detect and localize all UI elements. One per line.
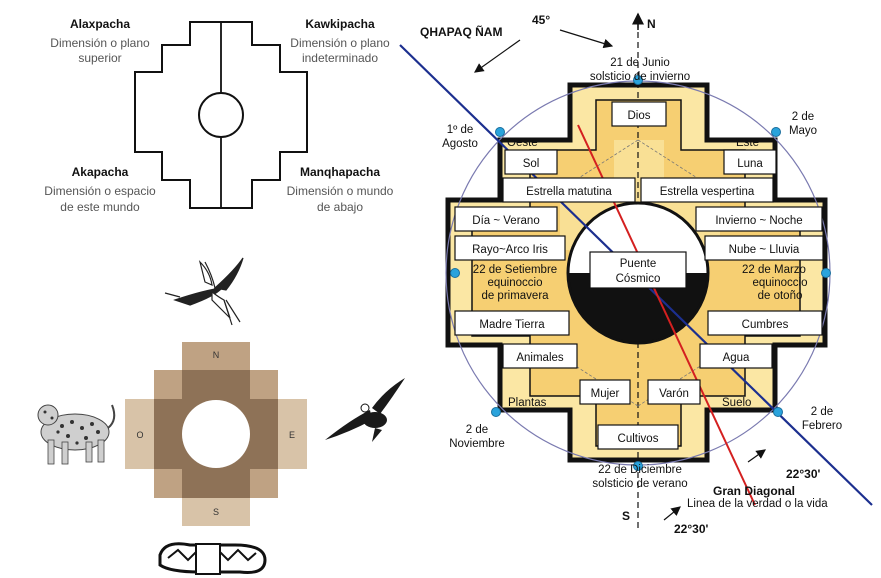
luna-label: Luna <box>737 158 763 170</box>
chakana-center-circle <box>199 93 243 137</box>
gran-diagonal-label: Gran Diagonal <box>713 484 795 498</box>
cumbres-label: Cumbres <box>742 319 789 331</box>
top-date-1: 21 de Junio <box>610 57 669 69</box>
simple-chakana <box>135 22 307 208</box>
west-date-1: 22 de Setiembre <box>473 264 557 276</box>
bottom-date-1: 22 de Diciembre <box>598 464 682 476</box>
serpent-icon <box>160 544 265 574</box>
puente-label: Puente <box>620 258 656 270</box>
hummingbird-icon <box>165 258 243 325</box>
rayo-arco-label: Rayo~Arco Iris <box>472 244 548 256</box>
east-date-3: de otoño <box>758 290 803 302</box>
cultivos-label: Cultivos <box>618 433 659 445</box>
ne-date-2: Mayo <box>789 125 817 137</box>
kawkipacha-desc-2: indeterminado <box>302 51 378 65</box>
sw-date-1: 2 de <box>466 424 488 436</box>
manqhapacha-desc-1: Dimensión o mundo <box>287 184 394 198</box>
sw-date-2: Noviembre <box>449 438 505 450</box>
alaxpacha-desc-2: superior <box>78 51 121 65</box>
este-label: Este <box>736 137 759 149</box>
se-date-2: Febrero <box>802 420 842 432</box>
point-east <box>822 269 831 278</box>
mujer-label: Mujer <box>591 388 620 400</box>
kawkipacha-title: Kawkipacha <box>305 17 375 31</box>
akapacha-desc-2: de este mundo <box>60 200 140 214</box>
cross-center-hole <box>182 400 250 468</box>
dia-verano-label: Día ~ Verano <box>472 215 539 227</box>
point-southeast <box>774 408 783 417</box>
cross-north-label: N <box>213 350 220 360</box>
invierno-noche-label: Invierno ~ Noche <box>715 215 802 227</box>
gran-diagonal-sub: Linea de la verdad o la vida <box>687 498 828 510</box>
angle-right-arrow <box>748 450 765 462</box>
bottom-date-2: solsticio de verano <box>592 478 687 490</box>
agua-label: Agua <box>723 352 750 364</box>
cosmico-label: Cósmico <box>616 273 661 285</box>
point-west <box>451 269 460 278</box>
condor-icon <box>325 378 405 442</box>
alaxpacha-desc-1: Dimensión o plano <box>50 36 150 50</box>
angle-top-label: 45° <box>532 13 550 27</box>
animales-label: Animales <box>516 352 564 364</box>
estrella-matutina-label: Estrella matutina <box>526 186 612 198</box>
point-southwest <box>492 408 501 417</box>
akapacha-desc-1: Dimensión o espacio <box>44 184 156 198</box>
angle-right-label: 22°30' <box>786 467 820 481</box>
cross-south-label: S <box>213 507 219 517</box>
qhapaq-nam-label: QHAPAQ ÑAM <box>420 24 502 39</box>
dios-label: Dios <box>627 110 650 122</box>
oeste-label: Oeste <box>507 137 538 149</box>
nube-lluvia-label: Nube ~ Lluvia <box>729 244 800 256</box>
cross-west-label: O <box>136 430 143 440</box>
alaxpacha-title: Alaxpacha <box>70 17 130 31</box>
top-date-2: solsticio de invierno <box>590 71 690 83</box>
suelo-label: Suelo <box>722 397 751 409</box>
plantas-label: Plantas <box>508 397 547 409</box>
se-date-1: 2 de <box>811 406 833 418</box>
angle-bottom-label: 22°30' <box>674 522 708 536</box>
angle-bottom-arrow <box>664 507 680 520</box>
manqhapacha-title: Manqhapacha <box>300 165 380 179</box>
west-date-3: de primavera <box>481 290 549 302</box>
manqhapacha-desc-2: de abajo <box>317 200 363 214</box>
varon-label: Varón <box>659 388 689 400</box>
south-label: S <box>622 509 630 523</box>
akapacha-title: Akapacha <box>72 165 129 179</box>
cross-east-label: E <box>289 430 295 440</box>
animal-chakana: N S O E <box>125 342 307 526</box>
nw-date-2: Agosto <box>442 138 478 150</box>
east-date-2: equinoccio <box>753 277 808 289</box>
point-northeast <box>772 128 781 137</box>
estrella-vespertina-label: Estrella vespertina <box>660 186 755 198</box>
sol-label: Sol <box>523 158 540 170</box>
jaguar-icon <box>38 405 114 464</box>
east-date-1: 22 de Marzo <box>742 264 806 276</box>
kawkipacha-desc-1: Dimensión o plano <box>290 36 390 50</box>
nw-date-1: 1º de <box>447 124 474 136</box>
madre-tierra-label: Madre Tierra <box>479 319 545 331</box>
ne-date-1: 2 de <box>792 111 814 123</box>
north-label: N <box>647 17 656 31</box>
point-northwest <box>496 128 505 137</box>
west-date-2: equinoccio <box>488 277 543 289</box>
